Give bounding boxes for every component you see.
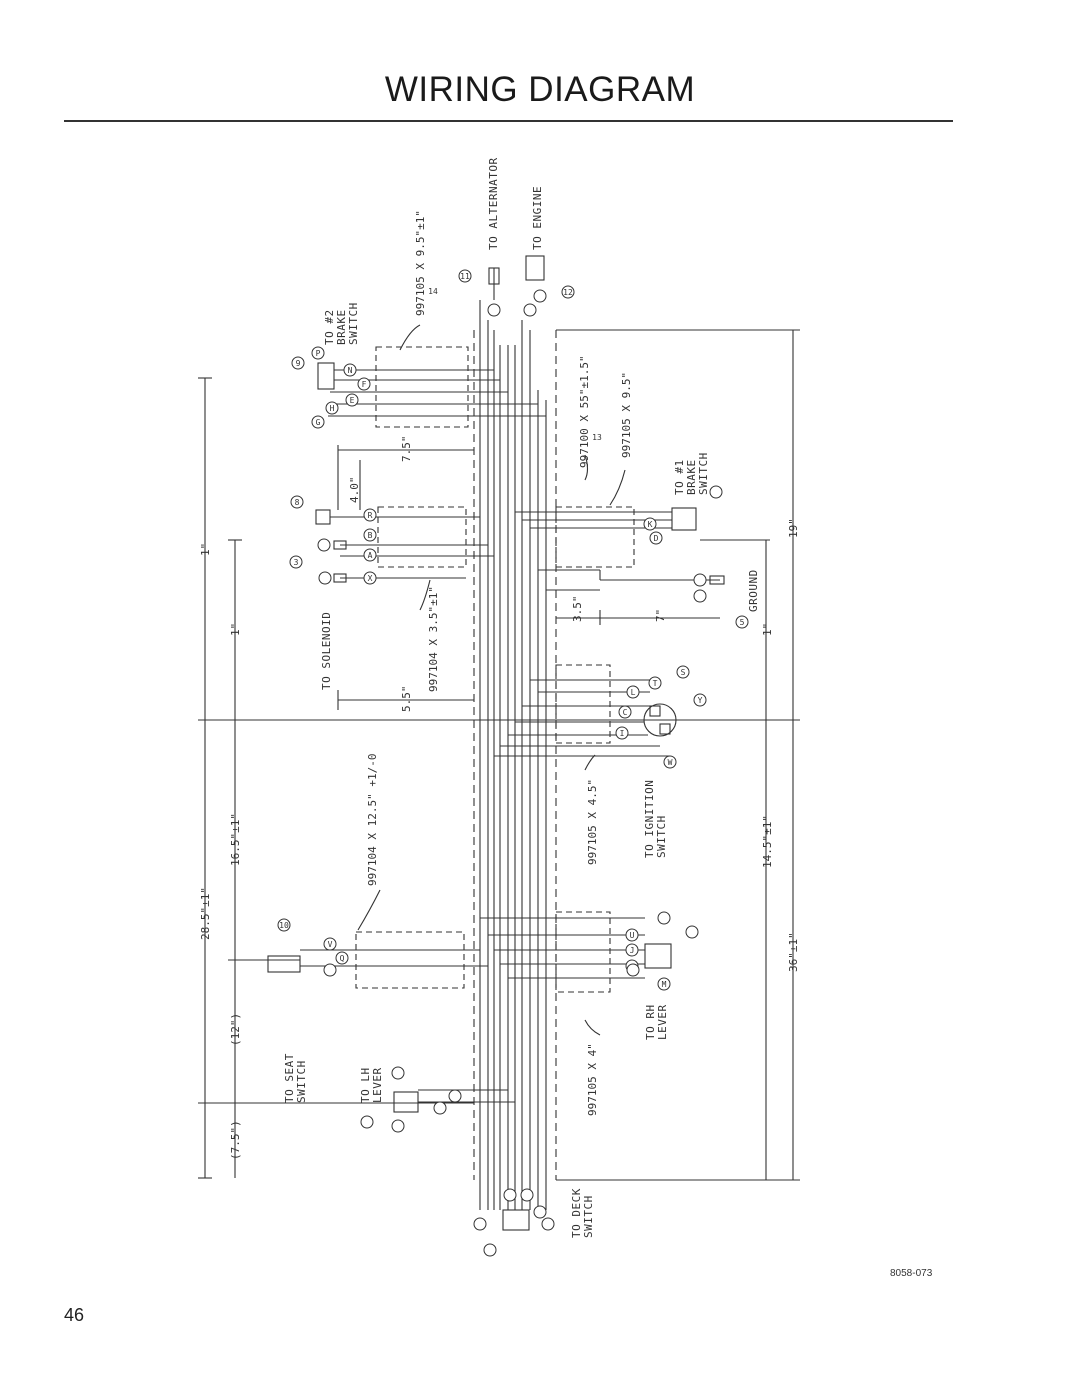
shield-box (555, 911, 611, 993)
pin-M: M (662, 980, 667, 989)
callout-3: 3 (294, 558, 299, 567)
label-engine: TO ENGINE (531, 186, 544, 250)
pin-X: X (368, 574, 373, 583)
label-seat-a: TO SEAT (283, 1053, 296, 1103)
dim-4-0: 4.0" (348, 477, 361, 504)
pin-I: I (620, 729, 625, 738)
label-brake2-a: TO #2 (323, 309, 336, 345)
label-seat-b: SWITCH (295, 1060, 308, 1103)
dim-7-5: 7.5" (400, 436, 413, 463)
callout-10: 10 (279, 921, 289, 930)
connector-deck (502, 1209, 530, 1231)
dim-1a: 1" (199, 543, 212, 556)
dim-7-5b: (7.5") (229, 1120, 242, 1160)
shield-box (377, 506, 467, 568)
dim-12: (12") (229, 1013, 242, 1046)
pin-Y: Y (698, 696, 703, 705)
pin-G: G (316, 418, 321, 427)
engine-connector (525, 255, 545, 281)
callout-9: 9 (296, 359, 301, 368)
pin-L: L (631, 688, 636, 697)
page-title: WIRING DIAGRAM (384, 70, 696, 109)
label-brake2-c: SWITCH (347, 302, 360, 345)
figure-code: 8058-073 (890, 1268, 933, 1279)
page-number: 46 (64, 1305, 85, 1325)
callout-14: 14 (428, 287, 438, 296)
title-rule (64, 120, 953, 122)
dim-1b: 1" (229, 623, 242, 636)
callout-5: 5 (740, 618, 745, 627)
pin-W: W (668, 758, 673, 767)
pin-V: V (328, 940, 333, 949)
pin-P: P (316, 349, 321, 358)
dim-1c: 1" (761, 623, 774, 636)
pin-N: N (348, 366, 353, 375)
connector-seat (267, 955, 301, 973)
alternator-terminal (488, 267, 500, 285)
pin-R: R (368, 511, 373, 520)
connector-brake1 (671, 507, 697, 531)
label-deck-b: SWITCH (582, 1195, 595, 1238)
label-rh-a: TO RH (644, 1004, 657, 1040)
pin-B: B (368, 531, 373, 540)
callout-13: 13 (592, 433, 602, 442)
pin-E: E (350, 396, 355, 405)
pin-J: J (630, 946, 635, 955)
callout-12: 12 (563, 288, 573, 297)
dim-19: 19" (787, 518, 800, 538)
pin-T: T (653, 679, 658, 688)
shield-box (375, 346, 469, 428)
label-ignition-b: SWITCH (655, 815, 668, 858)
label-ignition-a: TO IGNITION (643, 780, 656, 858)
label-rh-b: LEVER (656, 1004, 669, 1040)
pin-Q: Q (340, 954, 345, 963)
wire-spec-1: 997105 X 9.5"±1" (414, 210, 427, 316)
label-lh-a: TO LH (359, 1067, 372, 1103)
pin-F: F (362, 380, 367, 389)
callout-11: 11 (460, 272, 470, 281)
dim-5-5: 5.5" (400, 686, 413, 713)
label-brake1-c: SWITCH (697, 452, 710, 495)
connector-terminal (315, 509, 331, 525)
pin-C: C (623, 708, 628, 717)
label-brake1-b: BRAKE (685, 459, 698, 495)
wire-spec-5: 997104 X 12.5" +1/-0 (366, 754, 379, 886)
pin-D: D (654, 534, 659, 543)
wire-spec-2: 997100 X 55"±1.5" (578, 355, 591, 468)
label-ground: GROUND (747, 569, 760, 612)
pin-S: S (681, 668, 686, 677)
label-alternator: TO ALTERNATOR (487, 157, 500, 250)
wire-spec-7: 997105 X 4" (586, 1043, 599, 1116)
connector-brake2 (317, 362, 335, 390)
dim-14-5: 14.5"±1" (761, 815, 774, 868)
shield-box (555, 664, 611, 744)
callout-8: 8 (295, 498, 300, 507)
label-lh-b: LEVER (371, 1067, 384, 1103)
pin-H: H (330, 404, 335, 413)
shield-box (355, 931, 465, 989)
pin-K: K (648, 520, 653, 529)
shield-box (555, 506, 635, 568)
connector-lh (393, 1091, 419, 1113)
connector-rh (644, 943, 672, 969)
pin-U: U (630, 931, 635, 940)
dim-28-5: 28.5"±1" (199, 887, 212, 940)
dim-3-5: 3.5" (571, 596, 584, 623)
label-brake2-b: BRAKE (335, 309, 348, 345)
label-solenoid: TO SOLENOID (320, 612, 333, 690)
wire-spec-3: 997105 X 9.5" (620, 372, 633, 458)
dim-7: 7" (654, 609, 667, 622)
dim-16-5: 16.5"±1" (229, 813, 242, 866)
ignition-switch (643, 703, 677, 737)
label-deck-a: TO DECK (570, 1188, 583, 1238)
wire-spec-4: 997104 X 3.5"±1" (427, 586, 440, 692)
dim-36: 36"±1" (787, 932, 800, 972)
label-brake1-a: TO #1 (673, 459, 686, 495)
pin-A: A (368, 551, 373, 560)
wire-spec-6: 997105 X 4.5" (586, 779, 599, 865)
